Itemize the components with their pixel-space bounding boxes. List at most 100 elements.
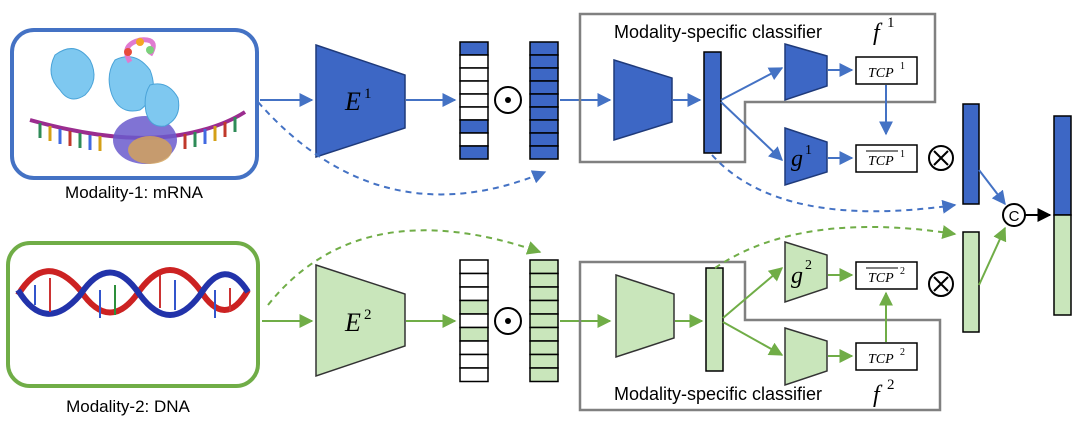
tcp-box-1: TCP 1 — [855, 56, 918, 85]
mask2-cell — [459, 259, 489, 275]
modality2-input-image — [6, 241, 260, 388]
feature1-cell — [529, 54, 559, 69]
feature1-cell — [529, 145, 559, 160]
modality1-input-image — [10, 28, 259, 180]
feature1-cell — [529, 106, 559, 121]
g1-sup: 1 — [805, 143, 812, 158]
g2-label: g — [791, 263, 803, 289]
multiply-operator-2 — [928, 271, 954, 297]
tcp-box-2: TCP 2 — [855, 342, 918, 371]
arrow-hidden1-to-f1 — [720, 67, 784, 101]
tcp-2-label: TCP — [868, 352, 894, 367]
encoder-1-label: E — [344, 87, 361, 116]
tcp-hat-2-sup: 2 — [900, 266, 905, 277]
multiply-operator-1 — [928, 145, 954, 171]
arrow-hidden2-to-f2 — [722, 321, 784, 356]
modality2-caption: Modality-2: DNA — [66, 397, 190, 416]
feature2-cell — [529, 326, 559, 342]
dashed-arrow-hidden1-to-weighted1 — [711, 154, 957, 214]
tcp-hat-box-2: TCP 2 — [855, 261, 918, 290]
mask2-cell — [459, 367, 489, 383]
feature1-cell — [529, 80, 559, 95]
mask2-cell — [459, 299, 489, 315]
tcp-1-sup: 1 — [900, 61, 905, 72]
feature2-cell — [529, 259, 559, 275]
feature1-cell — [529, 93, 559, 108]
mask1-cell — [459, 54, 489, 69]
encoder-2-label: E — [344, 308, 361, 337]
mask2-cell — [459, 326, 489, 342]
feature1-cell — [529, 67, 559, 82]
tcp-hat-box-1: TCP 1 — [855, 144, 918, 173]
encoder-1: E 1 — [315, 43, 406, 159]
hidden-vector-2 — [705, 267, 724, 372]
arrow-hidden1-to-g1 — [720, 101, 784, 161]
feature-vector-1 — [529, 41, 559, 160]
feature2-cell — [529, 367, 559, 383]
classifier-1-sup: 1 — [887, 15, 895, 31]
encoder-2: E 2 — [315, 263, 406, 378]
feature2-cell — [529, 286, 559, 302]
classifier-1-fn: f — [873, 20, 883, 46]
mask1-cell — [459, 93, 489, 108]
feature-mask-1 — [459, 41, 489, 160]
mask1-cell — [459, 80, 489, 95]
mask1-cell — [459, 67, 489, 82]
mask2-cell — [459, 353, 489, 369]
classifier-2-encoder — [615, 273, 675, 359]
feature1-cell — [529, 119, 559, 134]
hidden-vector-1 — [703, 51, 722, 154]
hadamard-operator-1 — [494, 86, 522, 114]
mask2-cell — [459, 272, 489, 288]
arrow-weighted1-to-concat — [978, 169, 1006, 206]
mask1-cell — [459, 41, 489, 56]
confidence-net-g2: g 2 — [784, 240, 828, 304]
hadamard-operator-2 — [494, 307, 522, 335]
encoder-2-sup: 2 — [364, 307, 372, 323]
classifier-1-head — [784, 43, 828, 102]
feature-mask-2 — [459, 259, 489, 383]
classifier-2-title: Modality-specific classifier — [614, 384, 822, 404]
weighted-feature-1 — [962, 103, 980, 205]
dashed-arrow-hidden2-to-weighted2 — [714, 225, 957, 269]
tcp-1-label: TCP — [868, 66, 894, 81]
modality1-caption: Modality-1: mRNA — [65, 183, 204, 202]
mask2-cell — [459, 286, 489, 302]
feature2-cell — [529, 272, 559, 288]
mask1-cell — [459, 145, 489, 160]
feature2-cell — [529, 353, 559, 369]
mask1-cell — [459, 119, 489, 134]
feature-vector-2 — [529, 259, 559, 383]
concat-operator: C — [1002, 203, 1026, 227]
classifier-box-2: Modality-specific classifier f 2 — [578, 260, 942, 412]
dashed-arrow-input1-to-feature1 — [257, 101, 547, 196]
classifier-box-1: Modality-specific classifier f 1 — [578, 12, 937, 164]
tcp-hat-1-sup: 1 — [900, 149, 905, 160]
classifier-1-title: Modality-specific classifier — [614, 22, 822, 42]
g1-label: g — [791, 146, 803, 172]
concat-label: C — [1009, 208, 1020, 225]
classifier-2-fn: f — [873, 382, 883, 408]
tcp-hat-1-label: TCP — [868, 154, 894, 169]
feature2-cell — [529, 313, 559, 329]
classifier-2-head — [784, 326, 828, 387]
weighted-feature-2 — [962, 231, 980, 333]
arrow-hidden2-to-g2 — [722, 267, 784, 319]
feature1-cell — [529, 41, 559, 56]
mask1-cell — [459, 132, 489, 147]
feature2-cell — [529, 299, 559, 315]
tcp-2-sup: 2 — [900, 347, 905, 358]
feature2-cell — [529, 340, 559, 356]
arrow-weighted2-to-concat — [978, 226, 1007, 286]
mask2-cell — [459, 340, 489, 356]
encoder-1-sup: 1 — [364, 86, 372, 102]
fused-feature-vector — [1053, 115, 1072, 316]
confidence-net-g1: g 1 — [784, 126, 828, 187]
classifier-2-sup: 2 — [887, 377, 895, 393]
g2-sup: 2 — [805, 258, 812, 273]
mask1-cell — [459, 106, 489, 121]
tcp-hat-2-label: TCP — [868, 271, 894, 286]
mask2-cell — [459, 313, 489, 329]
